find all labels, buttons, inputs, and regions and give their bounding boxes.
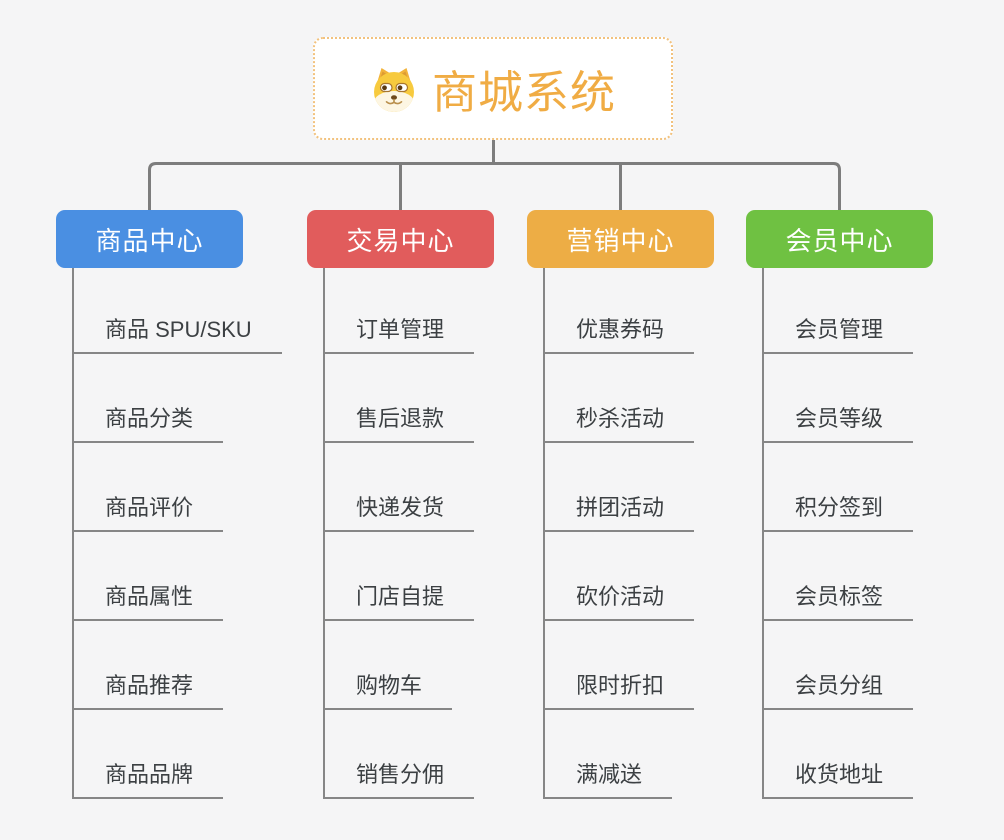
subtopic-label[interactable]: 收货地址 [764,761,914,799]
marketing-center-node[interactable]: 营销中心 [527,210,714,268]
product-center-node[interactable]: 商品中心 [56,210,243,268]
subtopic-label[interactable]: 商品推荐 [74,672,224,710]
shiba-dog-icon [373,67,414,112]
branch-product-center: 商品中心 商品 SPU/SKU 商品分类 商品评价 商品属性 商品推荐 商品品牌 [56,210,282,799]
subtopic-label[interactable]: 会员分组 [764,672,914,710]
subtopic-label[interactable]: 购物车 [325,672,453,710]
subtopic-label[interactable]: 拼团活动 [545,494,695,532]
branch-children: 优惠券码 秒杀活动 拼团活动 砍价活动 限时折扣 满减送 [543,268,714,799]
subtopic-label[interactable]: 订单管理 [325,316,475,354]
subtopic-label[interactable]: 门店自提 [325,583,475,621]
subtopic-item: 砍价活动 [545,532,714,621]
subtopic-item: 满减送 [545,710,714,799]
branch-children: 订单管理 售后退款 快递发货 门店自提 购物车 销售分佣 [323,268,494,799]
subtopic-item: 购物车 [325,621,494,710]
subtopic-item: 商品评价 [74,443,243,532]
subtopic-label[interactable]: 满减送 [545,761,673,799]
root-topic-title: 商城系统 [431,67,616,118]
branch-children: 商品 SPU/SKU 商品分类 商品评价 商品属性 商品推荐 商品品牌 [72,268,282,799]
subtopic-item: 限时折扣 [545,621,714,710]
subtopic-item: 秒杀活动 [545,354,714,443]
subtopic-item: 销售分佣 [325,710,494,799]
subtopic-item: 商品分类 [74,354,243,443]
subtopic-label[interactable]: 商品分类 [74,405,224,443]
subtopic-label[interactable]: 销售分佣 [325,761,475,799]
outer-elbow-line [148,162,841,210]
subtopic-item: 商品推荐 [74,621,243,710]
subtopic-item: 积分签到 [764,443,933,532]
subtopic-item: 商品品牌 [74,710,243,799]
subtopic-label[interactable]: 会员等级 [764,405,914,443]
root-topic[interactable]: 商城系统 [313,37,673,140]
subtopic-item: 拼团活动 [545,443,714,532]
subtopic-label[interactable]: 会员标签 [764,583,914,621]
subtopic-item: 门店自提 [325,532,494,621]
subtopic-item: 订单管理 [325,268,494,354]
trade-center-node[interactable]: 交易中心 [307,210,494,268]
subtopic-label[interactable]: 限时折扣 [545,672,695,710]
branch-member-center: 会员中心 会员管理 会员等级 积分签到 会员标签 会员分组 收货地址 [746,210,933,799]
subtopic-item: 售后退款 [325,354,494,443]
subtopic-item: 会员分组 [764,621,933,710]
subtopic-item: 会员等级 [764,354,933,443]
branch-children: 会员管理 会员等级 积分签到 会员标签 会员分组 收货地址 [762,268,933,799]
subtopic-item: 收货地址 [764,710,933,799]
subtopic-item: 优惠券码 [545,268,714,354]
subtopic-label[interactable]: 商品品牌 [74,761,224,799]
subtopic-item: 会员标签 [764,532,933,621]
subtopic-label[interactable]: 售后退款 [325,405,475,443]
member-center-node[interactable]: 会员中心 [746,210,933,268]
subtopic-label[interactable]: 会员管理 [764,316,914,354]
subtopic-item: 会员管理 [764,268,933,354]
subtopic-label[interactable]: 商品属性 [74,583,224,621]
subtopic-label[interactable]: 商品 SPU/SKU [74,316,282,354]
subtopic-item: 快递发货 [325,443,494,532]
subtopic-label[interactable]: 优惠券码 [545,316,695,354]
subtopic-label[interactable]: 砍价活动 [545,583,695,621]
subtopic-item: 商品 SPU/SKU [74,268,282,354]
branch-marketing-center: 营销中心 优惠券码 秒杀活动 拼团活动 砍价活动 限时折扣 满减送 [527,210,714,799]
subtopic-label[interactable]: 商品评价 [74,494,224,532]
subtopic-label[interactable]: 快递发货 [325,494,475,532]
branch-trade-center: 交易中心 订单管理 售后退款 快递发货 门店自提 购物车 销售分佣 [307,210,494,799]
subtopic-label[interactable]: 积分签到 [764,494,914,532]
subtopic-item: 商品属性 [74,532,243,621]
tree-connector-lines [148,140,841,210]
subtopic-label[interactable]: 秒杀活动 [545,405,695,443]
